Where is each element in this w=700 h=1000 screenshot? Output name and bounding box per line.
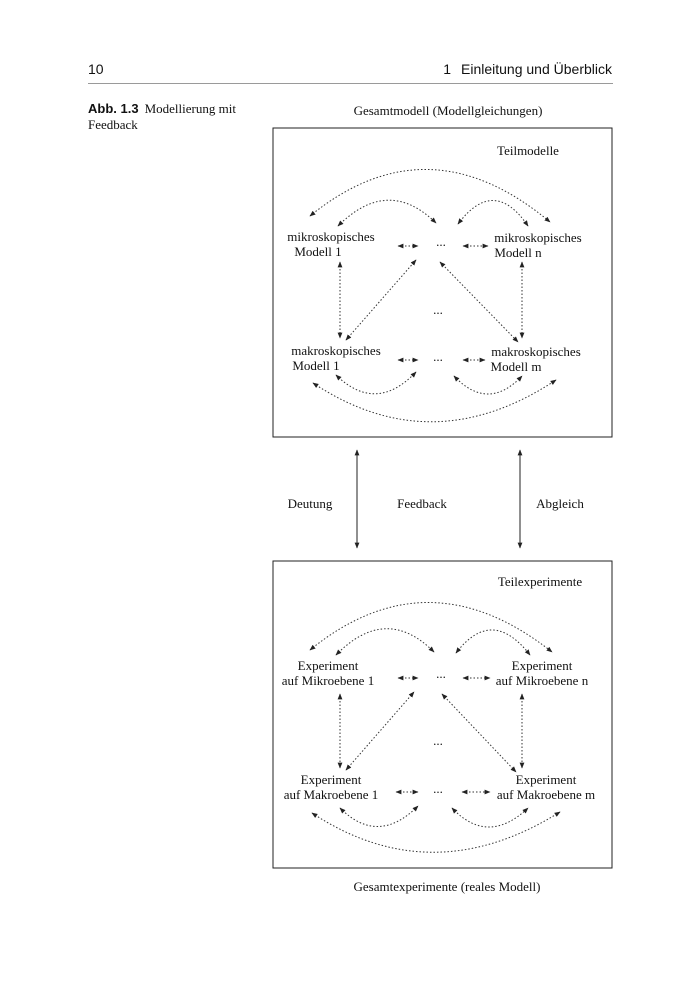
bottom-arc-outer bbox=[309, 602, 553, 653]
top-tl-line2: Modell 1 bbox=[294, 244, 341, 259]
bottom-arc-bottom-right bbox=[451, 807, 529, 828]
bottom-bl-line2: auf Makroebene 1 bbox=[284, 787, 379, 802]
chapter-number: 1 bbox=[443, 61, 452, 77]
top-arc-right-inner bbox=[457, 200, 529, 227]
top-box-title: Teilmodelle bbox=[497, 143, 559, 158]
top-arc-bottom-right bbox=[453, 375, 523, 395]
page-number: 10 bbox=[88, 61, 104, 77]
bottom-br-line1: Experiment bbox=[516, 772, 577, 787]
bottom-ellipsis-middle: ... bbox=[433, 733, 443, 748]
top-diag-left bbox=[345, 259, 417, 341]
bottom-arc-bottom-left bbox=[339, 805, 419, 827]
caption-label: Abb. 1.3 bbox=[88, 101, 139, 116]
top-bl-line2: Modell 1 bbox=[292, 358, 339, 373]
bottom-arc-bottom-outer bbox=[311, 811, 561, 853]
abgleich-label: Abgleich bbox=[536, 496, 584, 511]
top-title: Gesamtmodell (Modellgleichungen) bbox=[354, 103, 543, 118]
top-ellipsis-bottom: ... bbox=[433, 349, 443, 364]
bottom-ellipsis-bottom: ... bbox=[433, 781, 443, 796]
feedback-section: Deutung Feedback Abgleich bbox=[288, 449, 584, 549]
top-arc-bottom-left bbox=[335, 371, 417, 395]
bottom-arc-right-inner bbox=[455, 629, 531, 656]
bottom-br-line2: auf Makroebene m bbox=[497, 787, 595, 802]
bottom-tr-line1: Experiment bbox=[512, 658, 573, 673]
top-diag-right bbox=[439, 261, 519, 343]
top-arc-left-inner bbox=[337, 199, 437, 227]
deutung-label: Deutung bbox=[288, 496, 333, 511]
bottom-ellipsis-top: ... bbox=[436, 666, 446, 681]
bottom-arc-left-inner bbox=[335, 628, 435, 656]
top-tr-line1: mikroskopisches bbox=[494, 230, 581, 245]
feedback-label: Feedback bbox=[397, 496, 447, 511]
top-ellipsis-top: ... bbox=[436, 234, 446, 249]
top-arc-bottom-outer bbox=[312, 379, 557, 423]
top-ellipsis-middle: ... bbox=[433, 302, 443, 317]
bottom-bl-line1: Experiment bbox=[301, 772, 362, 787]
bottom-box-frame bbox=[272, 560, 613, 869]
top-arc-outer bbox=[309, 168, 551, 223]
bottom-tl-line2: auf Mikroebene 1 bbox=[282, 673, 374, 688]
top-tl-line1: mikroskopisches bbox=[287, 229, 374, 244]
bottom-diag-right bbox=[441, 693, 517, 773]
bottom-tr-line2: auf Mikroebene n bbox=[496, 673, 589, 688]
top-box-frame bbox=[272, 127, 613, 438]
bottom-title: Gesamtexperimente (reales Modell) bbox=[354, 879, 541, 894]
caption-text: Modellierung mit Feedback bbox=[88, 101, 236, 132]
top-br-line2: Modell m bbox=[491, 359, 542, 374]
bottom-box-title: Teilexperimente bbox=[498, 574, 583, 589]
header-rule bbox=[88, 83, 613, 84]
top-br-line1: makroskopisches bbox=[491, 344, 581, 359]
bottom-diag-left bbox=[345, 691, 415, 771]
running-header: 1 Einleitung und Überblick bbox=[443, 61, 612, 77]
top-bl-line1: makroskopisches bbox=[291, 343, 381, 358]
bottom-tl-line1: Experiment bbox=[298, 658, 359, 673]
chapter-title: Einleitung und Überblick bbox=[461, 61, 612, 77]
top-tr-line2: Modell n bbox=[494, 245, 542, 260]
